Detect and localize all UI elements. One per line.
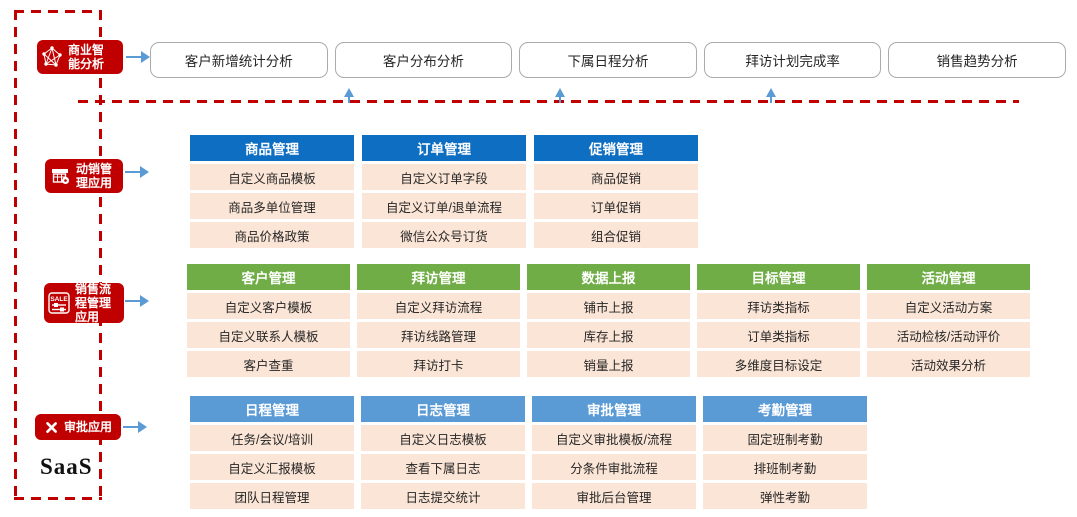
- module-cell: 查看下属日志: [361, 454, 525, 480]
- column-approval-management: 审批管理 自定义审批模板/流程 分条件审批流程 审批后台管理: [532, 396, 696, 509]
- column-data-reporting: 数据上报 铺市上报 库存上报 销量上报: [527, 264, 690, 377]
- module-cell: 自定义联系人模板: [187, 322, 350, 348]
- column-product-management: 商品管理 自定义商品模板 商品多单位管理 商品价格政策: [190, 135, 354, 248]
- category-label-text: 商业智能分析: [68, 42, 105, 71]
- saas-boundary-right-edge: [99, 10, 102, 500]
- bi-box-customer-distribution: 客户分布分析: [334, 42, 513, 78]
- column-header: 客户管理: [187, 264, 350, 290]
- module-cell: 自定义汇报模板: [190, 454, 354, 480]
- module-cell: 铺市上报: [527, 293, 690, 319]
- column-journal-management: 日志管理 自定义日志模板 查看下属日志 日志提交统计: [361, 396, 525, 509]
- column-visit-management: 拜访管理 自定义拜访流程 拜访线路管理 拜访打卡: [357, 264, 520, 377]
- module-cell: 固定班制考勤: [703, 425, 867, 451]
- group-approval-apps: 日程管理 任务/会议/培训 自定义汇报模板 团队日程管理 日志管理 自定义日志模…: [190, 396, 867, 509]
- module-cell: 库存上报: [527, 322, 690, 348]
- module-cell: 排班制考勤: [703, 454, 867, 480]
- up-arrow-icon: [765, 88, 777, 104]
- column-customer-management: 客户管理 自定义客户模板 自定义联系人模板 客户查重: [187, 264, 350, 377]
- module-cell: 活动效果分析: [867, 351, 1030, 377]
- module-cell: 日志提交统计: [361, 483, 525, 509]
- column-target-management: 目标管理 拜访类指标 订单类指标 多维度目标设定: [697, 264, 860, 377]
- module-cell: 销量上报: [527, 351, 690, 377]
- module-cell: 弹性考勤: [703, 483, 867, 509]
- bi-box-customer-new-stats: 客户新增统计分析: [150, 42, 328, 78]
- category-label-text: 销售流程管理应用: [75, 281, 112, 325]
- category-label-sales-driver-apps: 动销管理应用: [45, 159, 123, 193]
- column-order-management: 订单管理 自定义订单字段 自定义订单/退单流程 微信公众号订货: [362, 135, 526, 248]
- group-sales-driver-apps: 商品管理 自定义商品模板 商品多单位管理 商品价格政策 订单管理 自定义订单字段…: [190, 135, 698, 248]
- category-label-sales-process-apps: SALE 销售流程管理应用: [44, 281, 124, 325]
- store-gear-icon: [52, 169, 70, 185]
- right-arrow-icon: [125, 166, 149, 178]
- column-header: 数据上报: [527, 264, 690, 290]
- module-cell: 拜访线路管理: [357, 322, 520, 348]
- right-arrow-icon: [123, 421, 147, 433]
- column-activity-management: 活动管理 自定义活动方案 活动检核/活动评价 活动效果分析: [867, 264, 1030, 377]
- bi-analysis-row: 客户新增统计分析 客户分布分析 下属日程分析 拜访计划完成率 销售趋势分析: [150, 42, 1066, 78]
- column-attendance-management: 考勤管理 固定班制考勤 排班制考勤 弹性考勤: [703, 396, 867, 509]
- saas-caption: SaaS: [40, 454, 93, 479]
- module-cell: 多维度目标设定: [697, 351, 860, 377]
- module-cell: 分条件审批流程: [532, 454, 696, 480]
- module-cell: 自定义订单字段: [362, 164, 526, 190]
- column-header: 审批管理: [532, 396, 696, 422]
- module-cell: 订单类指标: [697, 322, 860, 348]
- bi-separator-dashed-line: [78, 100, 1019, 103]
- module-cell: 团队日程管理: [190, 483, 354, 509]
- module-cell: 商品多单位管理: [190, 193, 354, 219]
- bi-box-sales-trend: 销售趋势分析: [888, 42, 1066, 78]
- saas-boundary-left-edge: [14, 10, 17, 500]
- column-promotion-management: 促销管理 商品促销 订单促销 组合促销: [534, 135, 698, 248]
- module-cell: 任务/会议/培训: [190, 425, 354, 451]
- svg-text:SALE: SALE: [50, 296, 68, 303]
- module-cell: 微信公众号订货: [362, 222, 526, 248]
- module-cell: 商品促销: [534, 164, 698, 190]
- bi-box-subordinate-schedule: 下属日程分析: [519, 42, 697, 78]
- column-header: 活动管理: [867, 264, 1030, 290]
- column-header: 拜访管理: [357, 264, 520, 290]
- column-header: 考勤管理: [703, 396, 867, 422]
- bi-box-visit-plan-completion: 拜访计划完成率: [703, 42, 882, 78]
- module-cell: 自定义订单/退单流程: [362, 193, 526, 219]
- category-label-approval-apps: 审批应用: [35, 414, 121, 440]
- module-cell: 审批后台管理: [532, 483, 696, 509]
- module-cell: 拜访打卡: [357, 351, 520, 377]
- module-cell: 自定义活动方案: [867, 293, 1030, 319]
- group-sales-process-apps: 客户管理 自定义客户模板 自定义联系人模板 客户查重 拜访管理 自定义拜访流程 …: [187, 264, 1030, 377]
- column-header: 订单管理: [362, 135, 526, 161]
- column-header: 日程管理: [190, 396, 354, 422]
- column-header: 日志管理: [361, 396, 525, 422]
- column-header: 促销管理: [534, 135, 698, 161]
- category-label-text: 审批应用: [63, 419, 112, 434]
- column-header: 商品管理: [190, 135, 354, 161]
- right-arrow-icon: [125, 295, 149, 307]
- crossed-tools-icon: [46, 421, 57, 433]
- module-cell: 自定义审批模板/流程: [532, 425, 696, 451]
- module-cell: 自定义商品模板: [190, 164, 354, 190]
- up-arrow-icon: [554, 88, 566, 104]
- module-cell: 商品价格政策: [190, 222, 354, 248]
- category-label-text: 动销管理应用: [76, 161, 113, 190]
- right-arrow-icon: [126, 51, 150, 63]
- saas-boundary-bottom-edge: [14, 497, 102, 500]
- column-schedule-management: 日程管理 任务/会议/培训 自定义汇报模板 团队日程管理: [190, 396, 354, 509]
- module-cell: 自定义日志模板: [361, 425, 525, 451]
- network-analysis-icon: [42, 46, 62, 67]
- column-header: 目标管理: [697, 264, 860, 290]
- sale-sliders-icon: SALE: [48, 292, 70, 314]
- module-cell: 活动检核/活动评价: [867, 322, 1030, 348]
- module-cell: 拜访类指标: [697, 293, 860, 319]
- up-arrow-icon: [343, 88, 355, 104]
- module-cell: 组合促销: [534, 222, 698, 248]
- module-cell: 自定义客户模板: [187, 293, 350, 319]
- module-cell: 订单促销: [534, 193, 698, 219]
- module-cell: 客户查重: [187, 351, 350, 377]
- category-label-bi-analysis: 商业智能分析: [37, 40, 123, 74]
- saas-boundary-top-edge: [14, 10, 102, 13]
- module-cell: 自定义拜访流程: [357, 293, 520, 319]
